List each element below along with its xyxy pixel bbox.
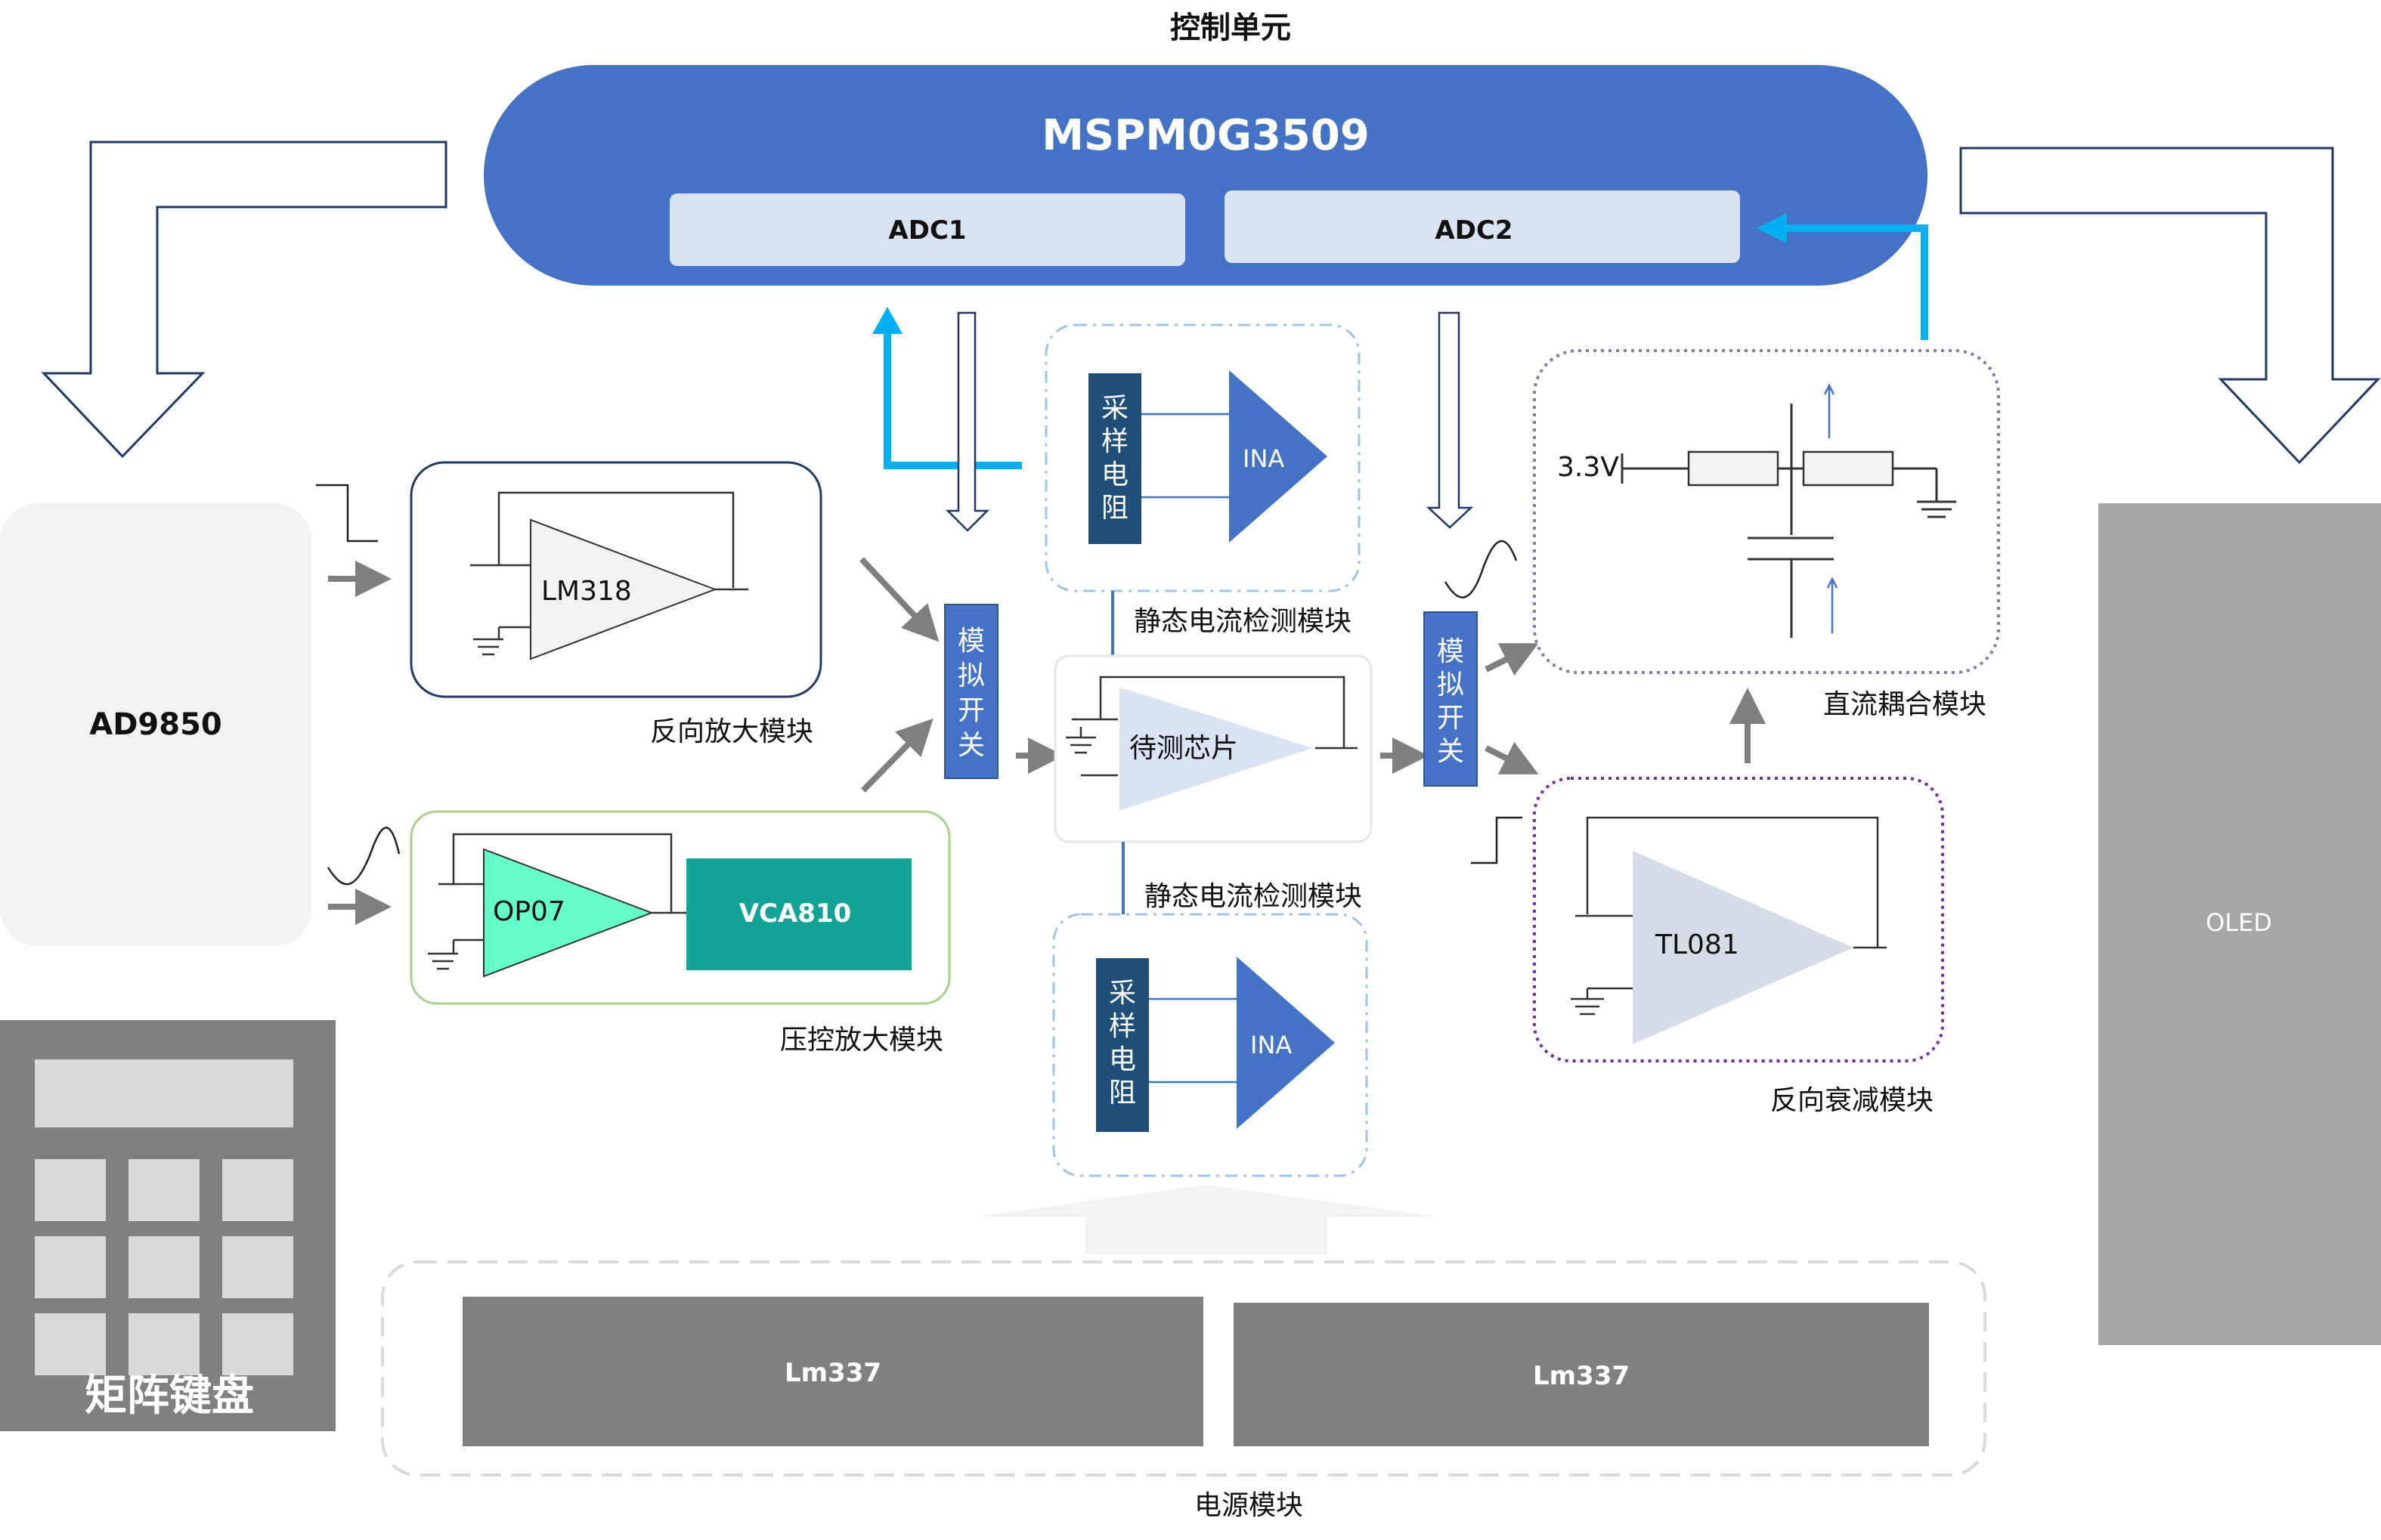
adc1-arrowhead — [872, 307, 903, 334]
dc-voltage-label: 3.3V — [1557, 452, 1619, 483]
inverting-amp-caption: 反向放大模块 — [650, 716, 813, 747]
vca810-label: VCA810 — [739, 898, 852, 929]
matrix-keypad[interactable] — [0, 1020, 336, 1431]
adc1-label: ADC1 — [888, 215, 966, 246]
op07-opamp[interactable] — [483, 848, 654, 978]
ground-icon — [428, 940, 458, 970]
sine-wave-icon — [1444, 540, 1518, 598]
ina-top-label: INA — [1243, 444, 1284, 473]
lm318-opamp[interactable] — [530, 518, 717, 660]
arrow-marker-icon — [1823, 383, 1838, 633]
square-wave-icon — [316, 484, 378, 543]
lm337-block-2[interactable] — [1234, 1303, 1929, 1446]
analog-switch-2-char: 关 — [1437, 736, 1464, 767]
switch2-to-dc-arrow — [1485, 643, 1539, 676]
vca810-block[interactable] — [686, 858, 912, 970]
current-detect-top-caption: 静态电流检测模块 — [1134, 606, 1352, 637]
ad9850-block[interactable] — [0, 503, 311, 946]
ground-icon — [1571, 988, 1604, 1016]
resistor-1 — [1687, 450, 1779, 487]
tl081-opamp[interactable] — [1633, 851, 1853, 1044]
adc1-to-switch-arrow — [945, 311, 990, 532]
resistor-top-char: 阻 — [1101, 493, 1129, 524]
resistor-bottom-char: 样 — [1109, 1011, 1136, 1042]
resistor-top-char: 采 — [1101, 393, 1129, 424]
switch2-to-att-arrow — [1485, 741, 1539, 775]
ina-top-amp[interactable] — [1229, 370, 1327, 543]
resistor-top-char: 电 — [1101, 459, 1129, 490]
adc2-block[interactable] — [1225, 190, 1740, 263]
current-detect-bottom-caption: 静态电流检测模块 — [1144, 881, 1362, 912]
analog-switch-1-char: 模 — [958, 626, 985, 657]
adc2-label: ADC2 — [1435, 215, 1513, 246]
adc1-feedback-arrow — [884, 329, 1022, 469]
mcu-to-ad9850-arrow — [41, 141, 447, 459]
ground-icon — [1066, 727, 1096, 754]
ad9850-label: AD9850 — [89, 707, 222, 742]
analog-switch-1-char: 关 — [958, 730, 985, 761]
vca-to-switch-arrow — [861, 718, 934, 793]
adc2-to-switch-arrow — [1426, 311, 1474, 529]
mcu-to-oled-arrow — [1959, 147, 2381, 465]
resistor-bottom-char: 采 — [1109, 978, 1136, 1009]
vca-amp-caption: 压控放大模块 — [780, 1025, 943, 1056]
analog-switch-2-char: 开 — [1437, 703, 1464, 734]
analog-switch-1[interactable] — [944, 604, 999, 779]
control-unit-title: 控制单元 — [1170, 11, 1291, 45]
lm337-label-1: Lm337 — [785, 1358, 881, 1388]
analog-switch-2-char: 拟 — [1437, 669, 1464, 700]
resistor-2 — [1802, 450, 1894, 487]
adc2-feedback-arrow — [1781, 224, 1928, 340]
square-wave-icon — [1471, 816, 1522, 864]
mcu-label: MSPM0G3509 — [1042, 111, 1370, 160]
adc2-arrowhead — [1757, 213, 1787, 243]
resistor-bottom-char: 电 — [1109, 1044, 1136, 1075]
lm318-to-switch-arrow — [859, 557, 940, 642]
lm318-label: LM318 — [541, 576, 632, 607]
op07-label: OP07 — [493, 896, 565, 927]
dut-label: 待测芯片 — [1129, 733, 1238, 764]
sampling-resistor-top[interactable] — [1088, 373, 1141, 544]
analog-switch-1-char: 开 — [958, 695, 985, 726]
dut-opamp[interactable] — [1118, 685, 1318, 813]
ground-icon — [473, 627, 503, 656]
dc-coupling-module[interactable] — [1533, 349, 2000, 674]
oled-block[interactable] — [2098, 503, 2381, 1345]
op07-feedback-wire — [452, 833, 673, 913]
resistor-top-char: 样 — [1101, 426, 1129, 457]
keypad-label: 矩阵键盘 — [85, 1371, 254, 1421]
analog-switch-2-char: 模 — [1437, 636, 1464, 667]
dut-feedback-wire — [1099, 676, 1345, 748]
lm337-block-1[interactable] — [463, 1297, 1203, 1446]
sampling-resistor-bottom[interactable] — [1096, 958, 1149, 1132]
oled-label: OLED — [2206, 908, 2272, 937]
lm318-feedback-wire — [497, 491, 735, 588]
tl081-feedback-wire — [1586, 816, 1879, 948]
tl081-label: TL081 — [1655, 929, 1739, 960]
sine-wave-icon — [327, 827, 401, 886]
resistor-bottom-char: 阻 — [1109, 1078, 1136, 1109]
analog-switch-1-char: 拟 — [958, 660, 985, 691]
ina-bottom-amp[interactable] — [1237, 957, 1335, 1129]
power-to-dut-arrow — [977, 1185, 1436, 1254]
lm337-label-2: Lm337 — [1533, 1361, 1630, 1391]
adc1-block[interactable] — [670, 193, 1185, 266]
ina-bottom-label: INA — [1250, 1031, 1292, 1059]
power-caption: 电源模块 — [1194, 1490, 1303, 1521]
dc-coupling-circuit — [1621, 404, 1956, 638]
inverting-att-caption: 反向衰减模块 — [1770, 1085, 1934, 1116]
dc-coupling-caption: 直流耦合模块 — [1823, 689, 1986, 720]
analog-switch-2[interactable] — [1423, 611, 1478, 787]
